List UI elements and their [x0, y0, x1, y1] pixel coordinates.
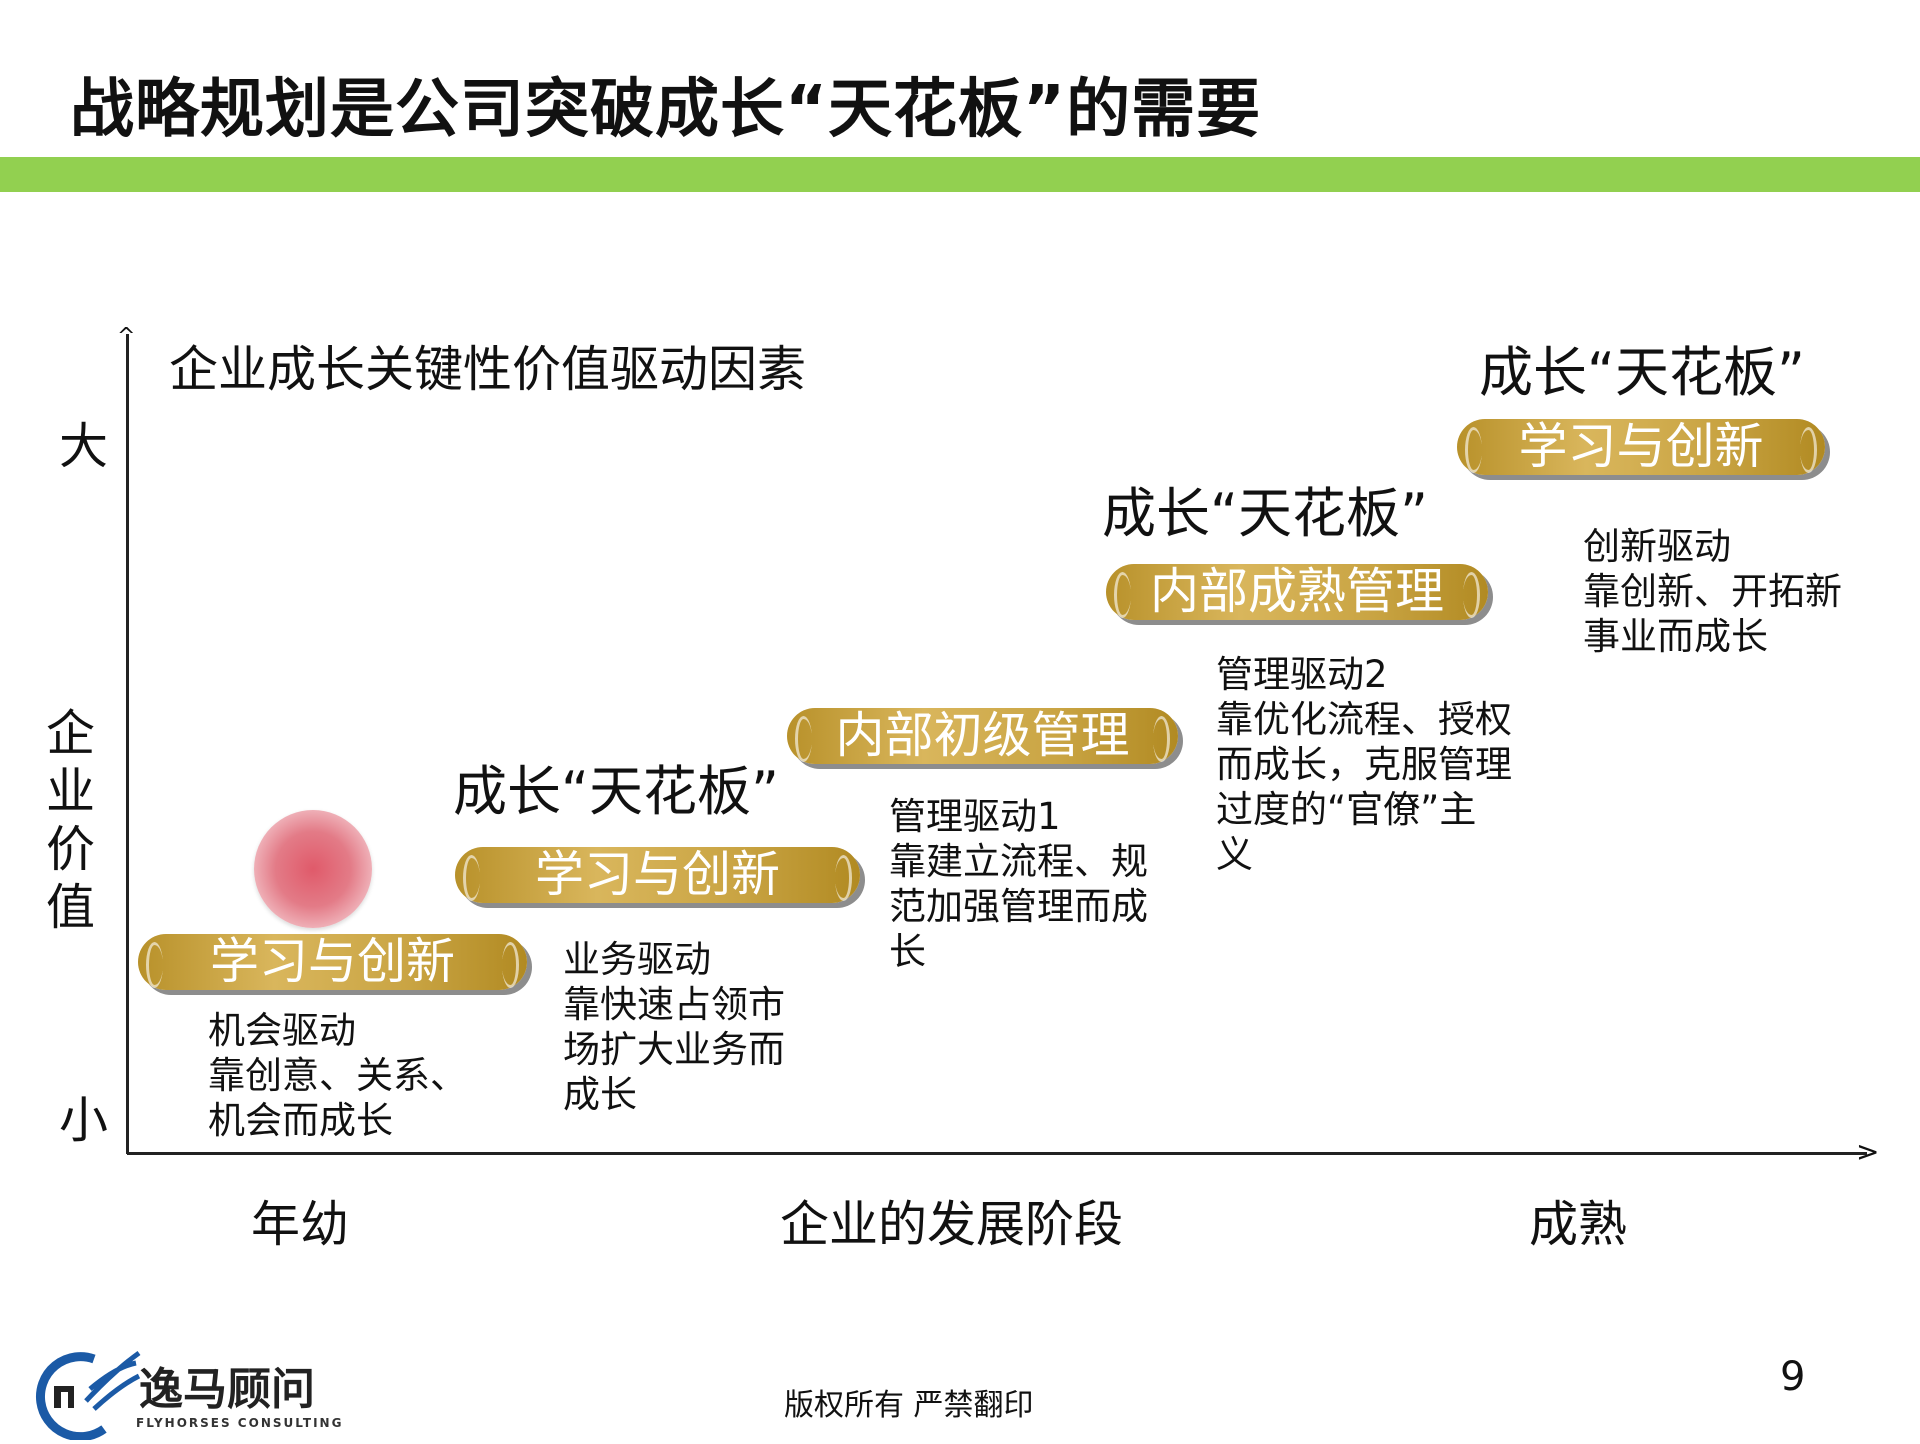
y-axis-bottom-label: 小 — [59, 1092, 109, 1149]
growth-ball — [254, 810, 372, 928]
svg-text:FLYHORSES CONSULTING: FLYHORSES CONSULTING — [136, 1416, 343, 1430]
chart-heading: 企业成长关键性价值驱动因素 — [169, 341, 807, 398]
ceiling-label-3: 成长“天花板” — [1479, 341, 1805, 404]
y-axis-top-label: 大 — [59, 418, 109, 475]
x-axis-right-label: 成熟 — [1529, 1196, 1628, 1253]
y-axis-label: 企业价值 — [46, 705, 96, 936]
stage-5-desc: 创新驱动 靠创新、开拓新 事业而成长 — [1583, 525, 1842, 658]
stage-1-desc: 机会驱动 靠创意、关系、 机会而成长 — [208, 1009, 467, 1142]
svg-text:逸马顾问: 逸马顾问 — [139, 1364, 315, 1415]
stage-2-pill: 学习与创新 — [455, 847, 860, 903]
x-axis-label: 企业的发展阶段 — [780, 1196, 1124, 1253]
copyright-notice: 版权所有 严禁翻印 — [784, 1388, 1034, 1423]
stage-1-pill: 学习与创新 — [138, 934, 527, 990]
page-title: 战略规划是公司突破成长“天花板”的需要 — [70, 73, 1262, 147]
stage-3-pill: 内部初级管理 — [787, 708, 1178, 764]
stage-2-desc: 业务驱动 靠快速占领市 场扩大业务而 成长 — [563, 938, 785, 1116]
y-axis-arrow-icon: ^ — [117, 324, 136, 349]
x-axis-left-label: 年幼 — [251, 1196, 350, 1253]
logo-emblem-icon: 逸马顾问 FLYHORSES CONSULTING — [35, 1350, 343, 1442]
company-logo: 逸马顾问 FLYHORSES CONSULTING — [24, 1341, 392, 1442]
ceiling-label-1: 成长“天花板” — [453, 760, 779, 823]
stage-5-pill: 学习与创新 — [1457, 419, 1825, 475]
stage-4-desc: 管理驱动2 靠优化流程、授权 而成长，克服管理 过度的“官僚”主 义 — [1216, 653, 1512, 876]
x-axis-arrow-icon: > — [1856, 1135, 1880, 1168]
stage-4-pill: 内部成熟管理 — [1106, 564, 1488, 620]
stage-3-desc: 管理驱动1 靠建立流程、规 范加强管理而成 长 — [889, 795, 1148, 973]
accent-bar — [0, 157, 1920, 192]
ceiling-label-2: 成长“天花板” — [1102, 482, 1428, 545]
page-number: 9 — [1780, 1354, 1806, 1400]
x-axis — [127, 1152, 1867, 1155]
y-axis — [126, 334, 129, 1154]
